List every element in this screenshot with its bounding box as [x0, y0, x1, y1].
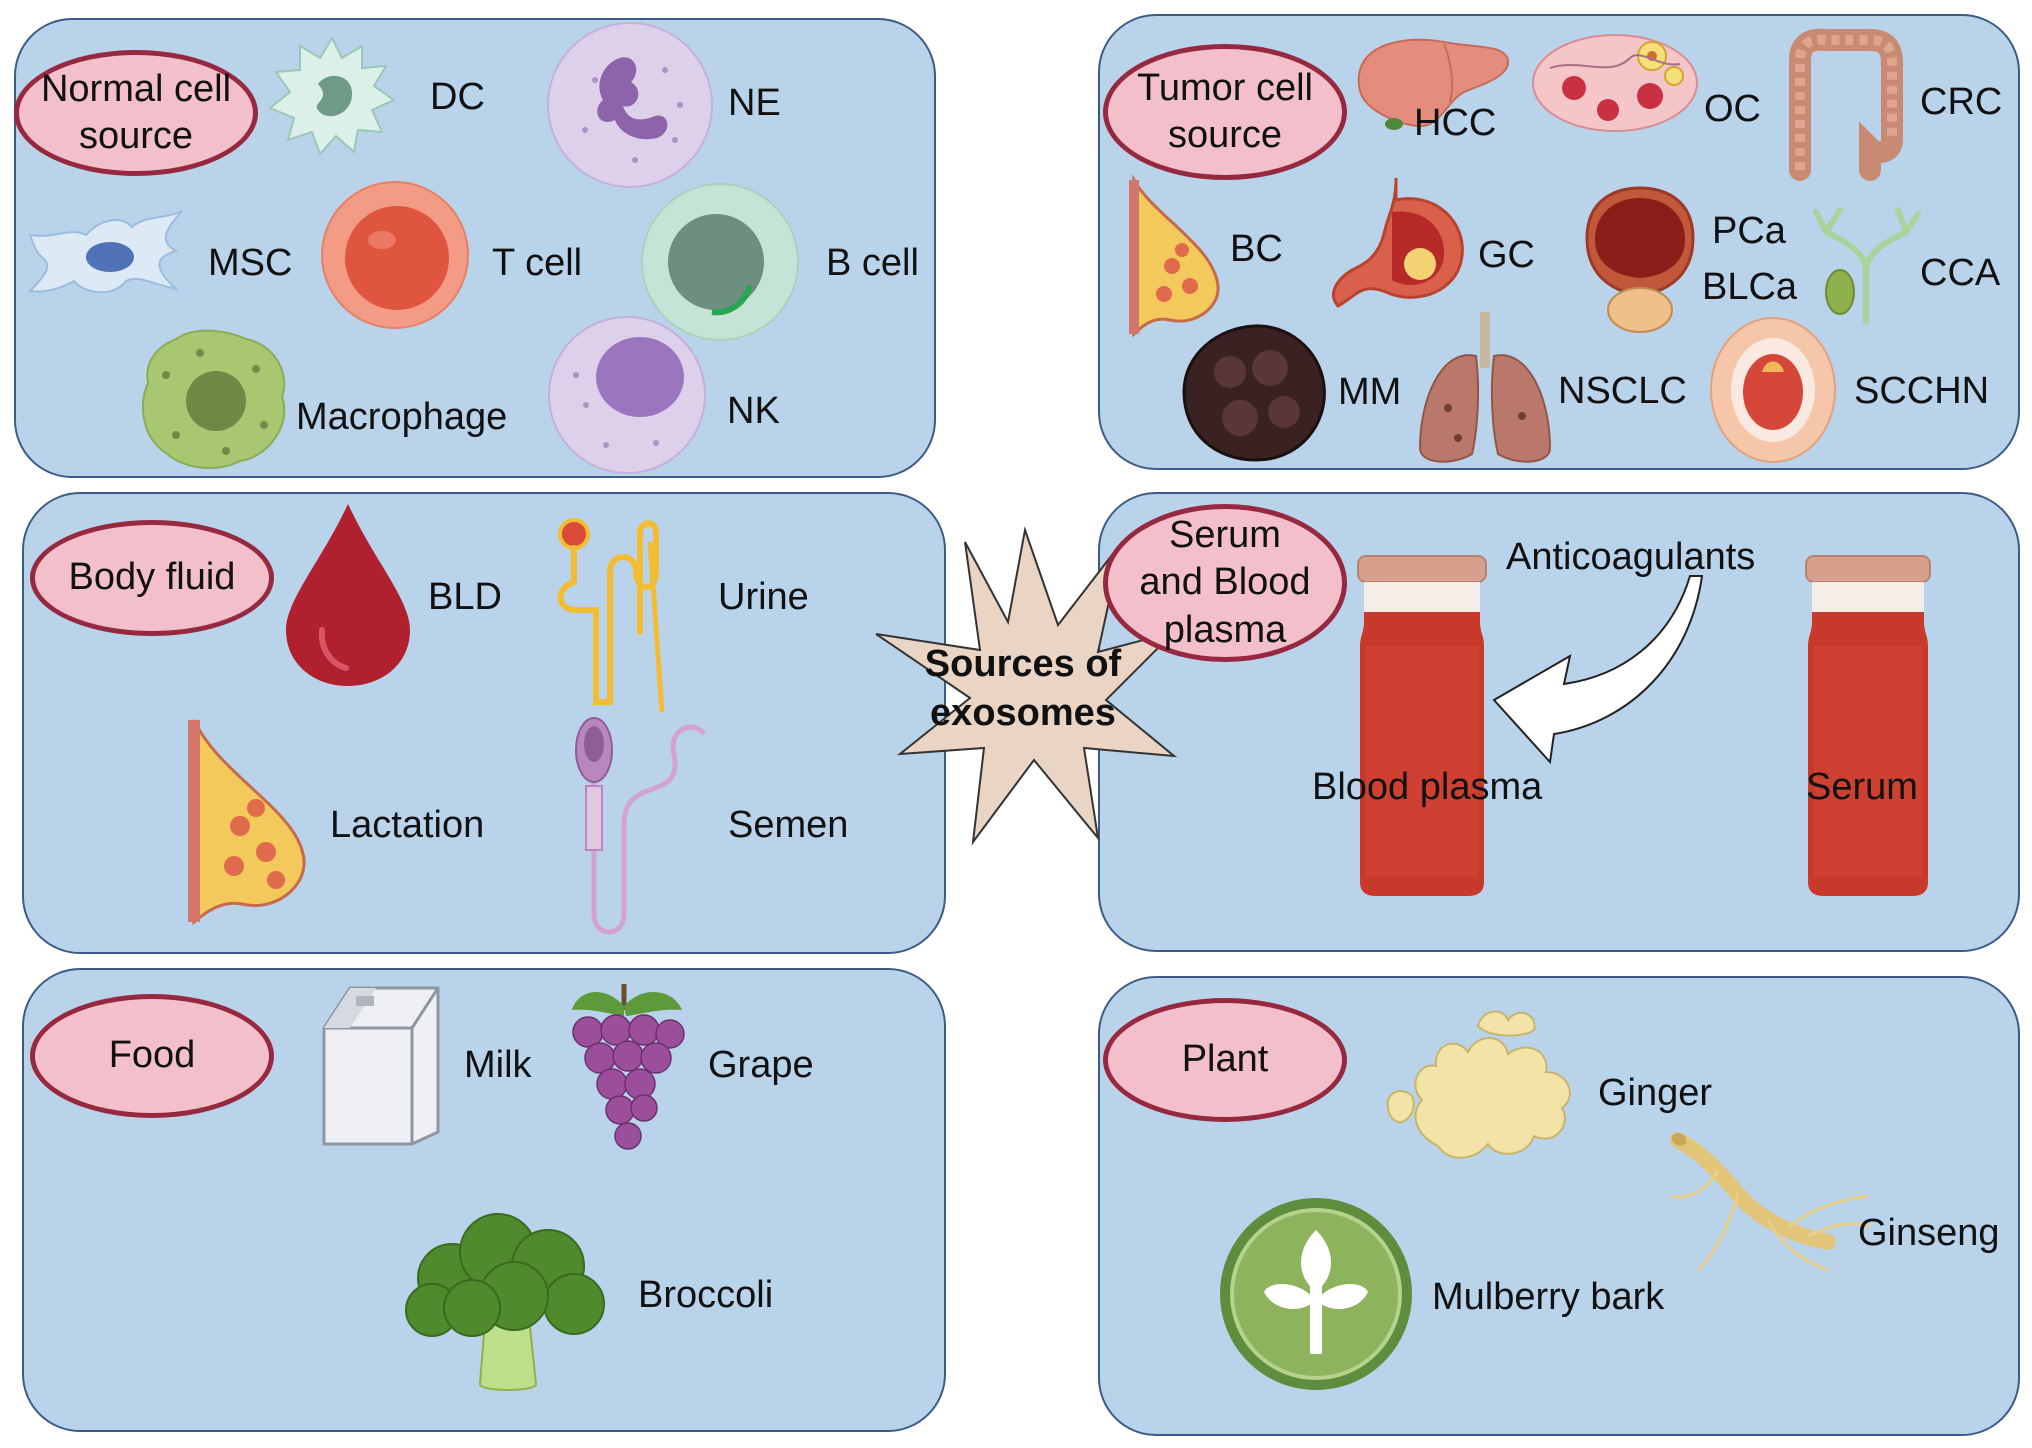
ginger-label: Ginger — [1598, 1072, 1713, 1114]
kidney-nephron-icon — [557, 518, 665, 713]
lactation-breast-icon — [188, 719, 306, 926]
msc-label: MSC — [208, 242, 293, 284]
ginger-icon — [1386, 1010, 1571, 1159]
t-cell-icon — [321, 181, 469, 329]
grape-icon — [572, 984, 685, 1150]
macrophage-icon — [141, 329, 286, 469]
bc-label: BC — [1230, 228, 1283, 270]
ginseng-icon — [1670, 1132, 1871, 1272]
center-title-line1: Sources of — [924, 643, 1122, 685]
scchn-label: SCCHN — [1854, 370, 1990, 412]
oc-label: OC — [1704, 88, 1761, 130]
nsclc-label: NSCLC — [1558, 370, 1687, 412]
serum-title-line2: and Blood — [1139, 561, 1311, 604]
dc-label: DC — [430, 76, 485, 118]
serum-title-line3: plasma — [1163, 608, 1287, 651]
tumor-cell-oval: Tumor cell source — [1103, 44, 1347, 180]
pca-label: PCa — [1712, 210, 1786, 252]
plant-oval: Plant — [1103, 998, 1347, 1122]
cca-label: CCA — [1920, 252, 2001, 294]
milk-label: Milk — [464, 1044, 532, 1086]
semen-label: Semen — [728, 804, 849, 846]
sperm-icon — [575, 717, 707, 935]
plant-title: Plant — [1181, 1038, 1269, 1081]
tumor-title-line1: Tumor cell — [1137, 66, 1313, 109]
blca-label: BLCa — [1702, 266, 1798, 308]
anticoagulants-label: Anticoagulants — [1506, 536, 1756, 578]
colon-icon — [1789, 28, 1903, 181]
normal-cell-oval: Normal cell source — [14, 50, 258, 176]
broccoli-icon — [405, 1213, 605, 1391]
nk-label: NK — [727, 390, 780, 432]
normal-title-line1: Normal cell — [40, 67, 232, 110]
t-cell-label: T cell — [492, 242, 583, 284]
bld-label: BLD — [428, 576, 502, 618]
b-cell-label: B cell — [826, 242, 919, 284]
dc-cell-icon — [268, 35, 397, 156]
bile-duct-icon — [1813, 207, 1921, 325]
anticoagulant-arrow-icon — [1492, 575, 1704, 765]
body-fluid-oval: Body fluid — [30, 520, 274, 636]
grape-label: Grape — [708, 1044, 814, 1086]
broccoli-label: Broccoli — [638, 1274, 774, 1316]
tumor-title-line2: source — [1167, 114, 1283, 156]
hcc-label: HCC — [1414, 102, 1497, 144]
mouth-icon — [1710, 317, 1836, 463]
breast-tumor-icon — [1129, 174, 1220, 338]
prostate-bladder-icon — [1585, 186, 1695, 333]
exosome-star-shape — [875, 526, 1178, 846]
mulberry-bark-label: Mulberry bark — [1432, 1276, 1665, 1318]
blood-drop-icon — [286, 504, 410, 686]
center-title: Sources of exosomes — [882, 640, 1164, 739]
msc-cell-icon — [27, 210, 183, 294]
mm-label: MM — [1338, 371, 1402, 413]
ovary-icon — [1532, 34, 1698, 132]
b-cell-icon — [641, 183, 799, 341]
urine-label: Urine — [718, 576, 809, 618]
stomach-icon — [1332, 177, 1464, 308]
body-fluid-title: Body fluid — [68, 556, 236, 599]
blood-plasma-vial-icon — [1357, 555, 1487, 896]
ne-label: NE — [728, 82, 781, 124]
ne-cell-icon — [547, 22, 713, 188]
serum-title-line1: Serum — [1169, 513, 1281, 556]
macrophage-label: Macrophage — [296, 396, 508, 438]
crc-label: CRC — [1920, 81, 2003, 123]
blood-plasma-label: Blood plasma — [1312, 766, 1543, 808]
center-title-line2: exosomes — [930, 692, 1116, 735]
serum-vial-icon — [1805, 555, 1931, 896]
food-title: Food — [108, 1034, 196, 1077]
ginseng-label: Ginseng — [1858, 1212, 2000, 1254]
lungs-icon — [1418, 312, 1552, 463]
milk-carton-icon — [322, 986, 440, 1146]
food-oval: Food — [30, 994, 274, 1118]
melanoma-icon — [1182, 324, 1326, 462]
mulberry-bark-icon — [1220, 1198, 1412, 1390]
nk-cell-icon — [548, 316, 706, 474]
lactation-label: Lactation — [330, 804, 485, 846]
gc-label: GC — [1478, 234, 1535, 276]
normal-title-line2: source — [78, 115, 194, 157]
serum-label: Serum — [1806, 766, 1918, 808]
liver-icon — [1357, 38, 1510, 130]
